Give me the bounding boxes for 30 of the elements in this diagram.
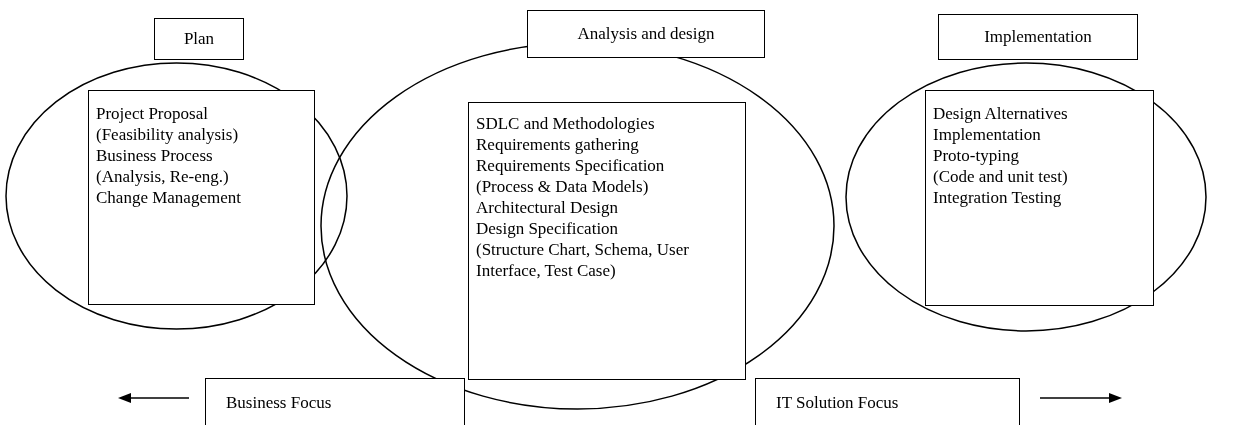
phase-title-box — [154, 18, 244, 60]
list-item: (Feasibility analysis) — [96, 124, 240, 145]
title-text: Business Focus — [226, 393, 332, 413]
list-item: Requirements gathering — [476, 134, 640, 155]
list-item: Requirements Specification — [476, 155, 666, 176]
content-box — [468, 102, 746, 380]
list-item: Integration Testing — [933, 187, 1063, 208]
title-text: Plan — [183, 29, 215, 49]
title-text: Analysis and design — [577, 24, 715, 44]
list-item: (Code and unit test) — [933, 166, 1069, 187]
content-box — [925, 90, 1154, 306]
phase-title-box — [527, 10, 765, 58]
content-box — [88, 90, 315, 305]
focus-box — [205, 378, 465, 425]
list-item: Architectural Design — [476, 197, 620, 218]
list-item: (Analysis, Re-eng.) — [96, 166, 230, 187]
phase-title-box — [938, 14, 1138, 60]
list-item: Change Management — [96, 187, 242, 208]
title-text: Implementation — [984, 27, 1092, 47]
title-text: IT Solution Focus — [776, 393, 899, 413]
list-item: Implementation — [933, 124, 1042, 145]
list-item: Project Proposal — [96, 103, 209, 124]
list-item: Design Specification — [476, 218, 620, 239]
focus-box — [755, 378, 1020, 425]
list-item: (Structure Chart, Schema, User Interface, Test Case) — [476, 239, 690, 281]
list-item: Proto-typing — [933, 145, 1020, 166]
list-item: Design Alternatives — [933, 103, 1069, 124]
list-item: Business Process — [96, 145, 214, 166]
list-item: (Process & Data Models) — [476, 176, 650, 197]
list-item: SDLC and Methodologies — [476, 113, 656, 134]
